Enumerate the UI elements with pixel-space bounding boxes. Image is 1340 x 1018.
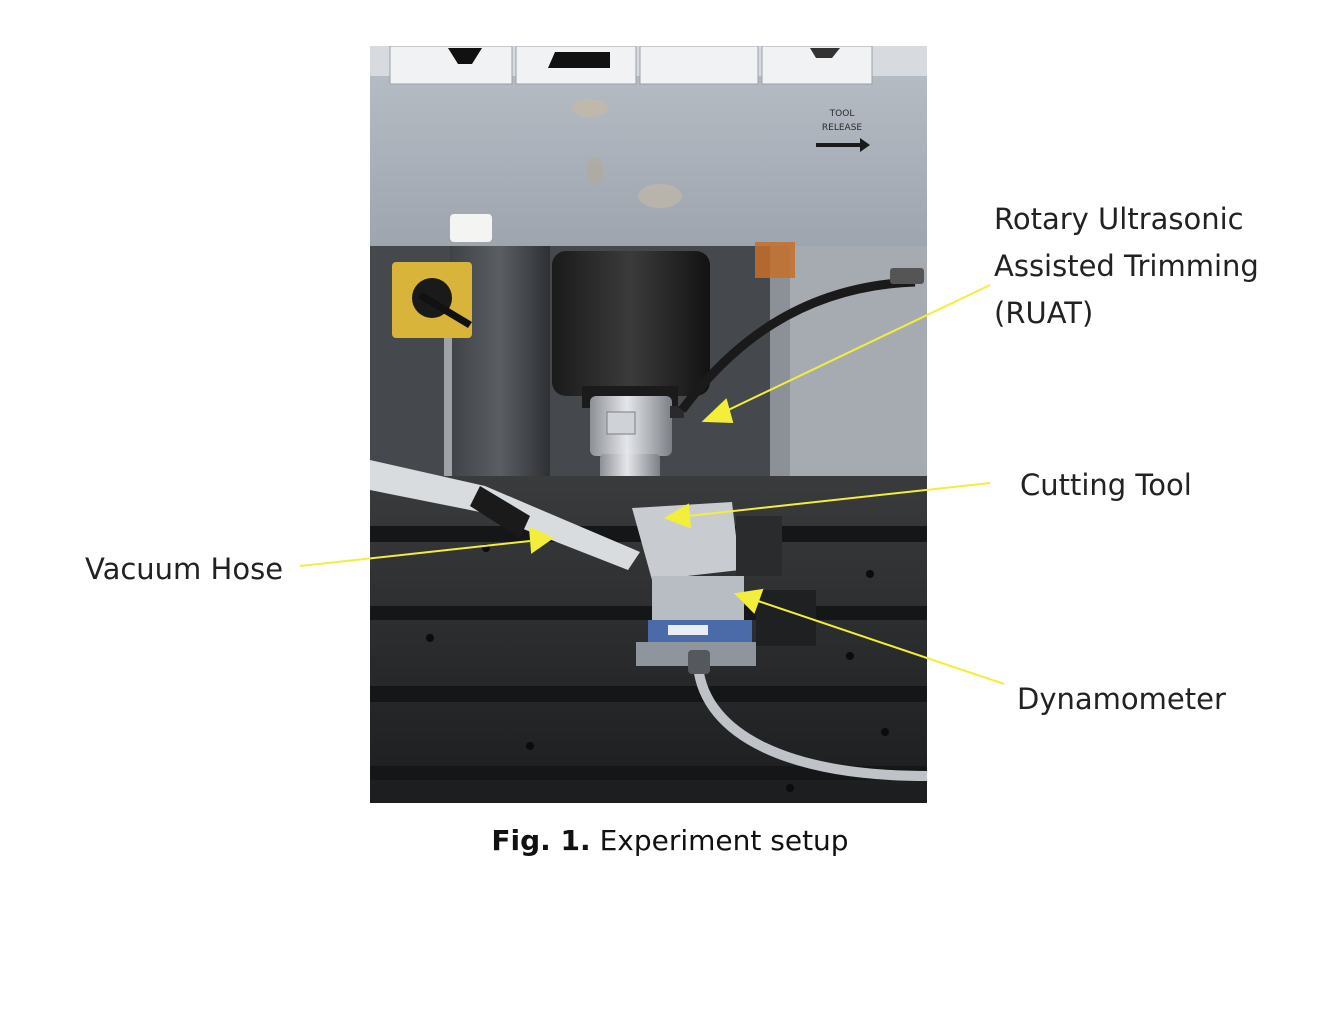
figure-caption: Fig. 1. Experiment setup xyxy=(0,824,1340,857)
figure-caption-text: Experiment setup xyxy=(590,824,849,857)
figure-caption-prefix: Fig. 1. xyxy=(491,824,591,857)
tool-release-arrow-icon xyxy=(816,138,870,152)
ruat-label: Rotary Ultrasonic Assisted Trimming (RUA… xyxy=(994,196,1259,337)
dynamometer-label: Dynamometer xyxy=(1017,682,1226,716)
ruat-label-line1: Rotary Ultrasonic xyxy=(994,202,1244,236)
ruat-label-line3: (RUAT) xyxy=(994,296,1094,330)
cutting-tool-label: Cutting Tool xyxy=(1020,468,1192,502)
tool-release-text: TOOL xyxy=(829,109,855,119)
experiment-setup-photo: TOOL RELEASE xyxy=(370,46,927,803)
ruat-label-line2: Assisted Trimming xyxy=(994,249,1259,283)
tool-release-text-2: RELEASE xyxy=(822,123,863,133)
vacuum-hose-label: Vacuum Hose xyxy=(85,552,284,586)
